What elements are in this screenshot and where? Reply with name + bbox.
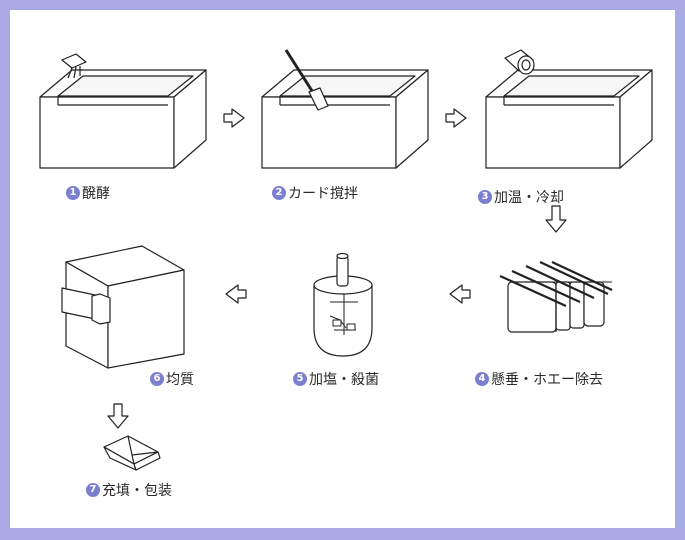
step-6-number-badge: 6 [150, 372, 164, 386]
arrow-right-1 [223, 108, 245, 128]
curd-stirring-tank-illustration [261, 69, 429, 169]
step-2-text: カード撹拌 [288, 186, 358, 202]
package-box-illustration [103, 435, 161, 471]
step-7-number-badge: 7 [86, 483, 100, 497]
arrow-left-4 [449, 284, 471, 304]
step-1-number-badge: 1 [66, 186, 80, 200]
step-6-label: 6 均質 [150, 369, 194, 389]
arrow-down-6 [107, 403, 129, 429]
step-2-number-badge: 2 [272, 186, 286, 200]
step-3-number-badge: 3 [478, 190, 492, 204]
salting-sterilizing-vessel-illustration [313, 252, 373, 357]
step-4-number-badge: 4 [475, 372, 489, 386]
stirring-paddle-icon [284, 49, 329, 111]
step-3-label: 3 加温・冷却 [478, 187, 564, 207]
step-4-text: 懸垂・ホエー除去 [491, 372, 603, 388]
step-4-label: 4 懸垂・ホエー除去 [475, 369, 603, 389]
step-5-number-badge: 5 [293, 372, 307, 386]
arrow-right-2 [445, 108, 467, 128]
hanging-bags-illustration [499, 261, 613, 333]
step-2-label: 2 カード撹拌 [272, 183, 358, 203]
step-5-text: 加塩・殺菌 [309, 372, 379, 388]
step-7-text: 充填・包装 [102, 483, 172, 499]
step-1-label: 1 醗酵 [66, 183, 110, 203]
step-3-text: 加温・冷却 [494, 190, 564, 206]
heating-cooling-tank-illustration [485, 69, 653, 169]
pipe-valve-icon [504, 49, 535, 75]
homogenizer-machine-illustration [61, 245, 185, 369]
step-1-text: 醗酵 [82, 186, 110, 202]
step-6-text: 均質 [166, 372, 194, 388]
culture-packet-icon [61, 53, 87, 79]
arrow-left-5 [225, 284, 247, 304]
step-7-label: 7 充填・包装 [86, 480, 172, 500]
step-5-label: 5 加塩・殺菌 [293, 369, 379, 389]
fermentation-tank-illustration [39, 69, 207, 169]
arrow-down-3 [545, 205, 567, 233]
